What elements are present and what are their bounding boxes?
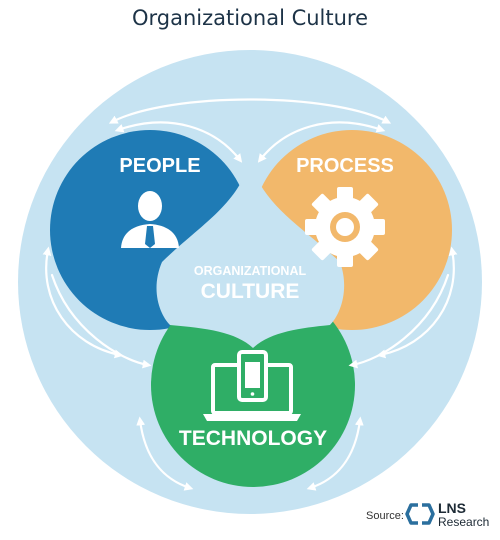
arrow-people-top — [114, 121, 243, 163]
arrow-tech-right — [306, 416, 364, 491]
lns-logo-icon — [405, 503, 435, 525]
center-label-line1: ORGANIZATIONAL — [194, 264, 307, 278]
source-label: Source: — [366, 510, 404, 522]
arrow-process-tech — [348, 273, 450, 369]
arrow-process-right — [376, 246, 458, 359]
arrow-tech-left — [136, 416, 194, 491]
arrow-people-left — [42, 246, 124, 359]
technology-label: TECHNOLOGY — [179, 427, 327, 450]
center-overlap — [156, 160, 345, 348]
brand-sub: Research — [438, 515, 490, 529]
brand-name: LNS — [438, 500, 466, 516]
devices-icon — [203, 350, 301, 421]
gear-icon — [305, 187, 385, 267]
arrow-people-process — [108, 98, 392, 124]
arrow-process-top — [257, 121, 386, 163]
diagram-title: Organizational Culture — [131, 6, 369, 30]
person-icon — [121, 191, 179, 248]
center-label-line2: CULTURE — [201, 280, 300, 303]
people-label: PEOPLE — [119, 155, 200, 177]
process-label: PROCESS — [296, 155, 394, 177]
arrow-people-tech — [50, 273, 152, 369]
brand-logo: LNS Research — [408, 500, 498, 534]
